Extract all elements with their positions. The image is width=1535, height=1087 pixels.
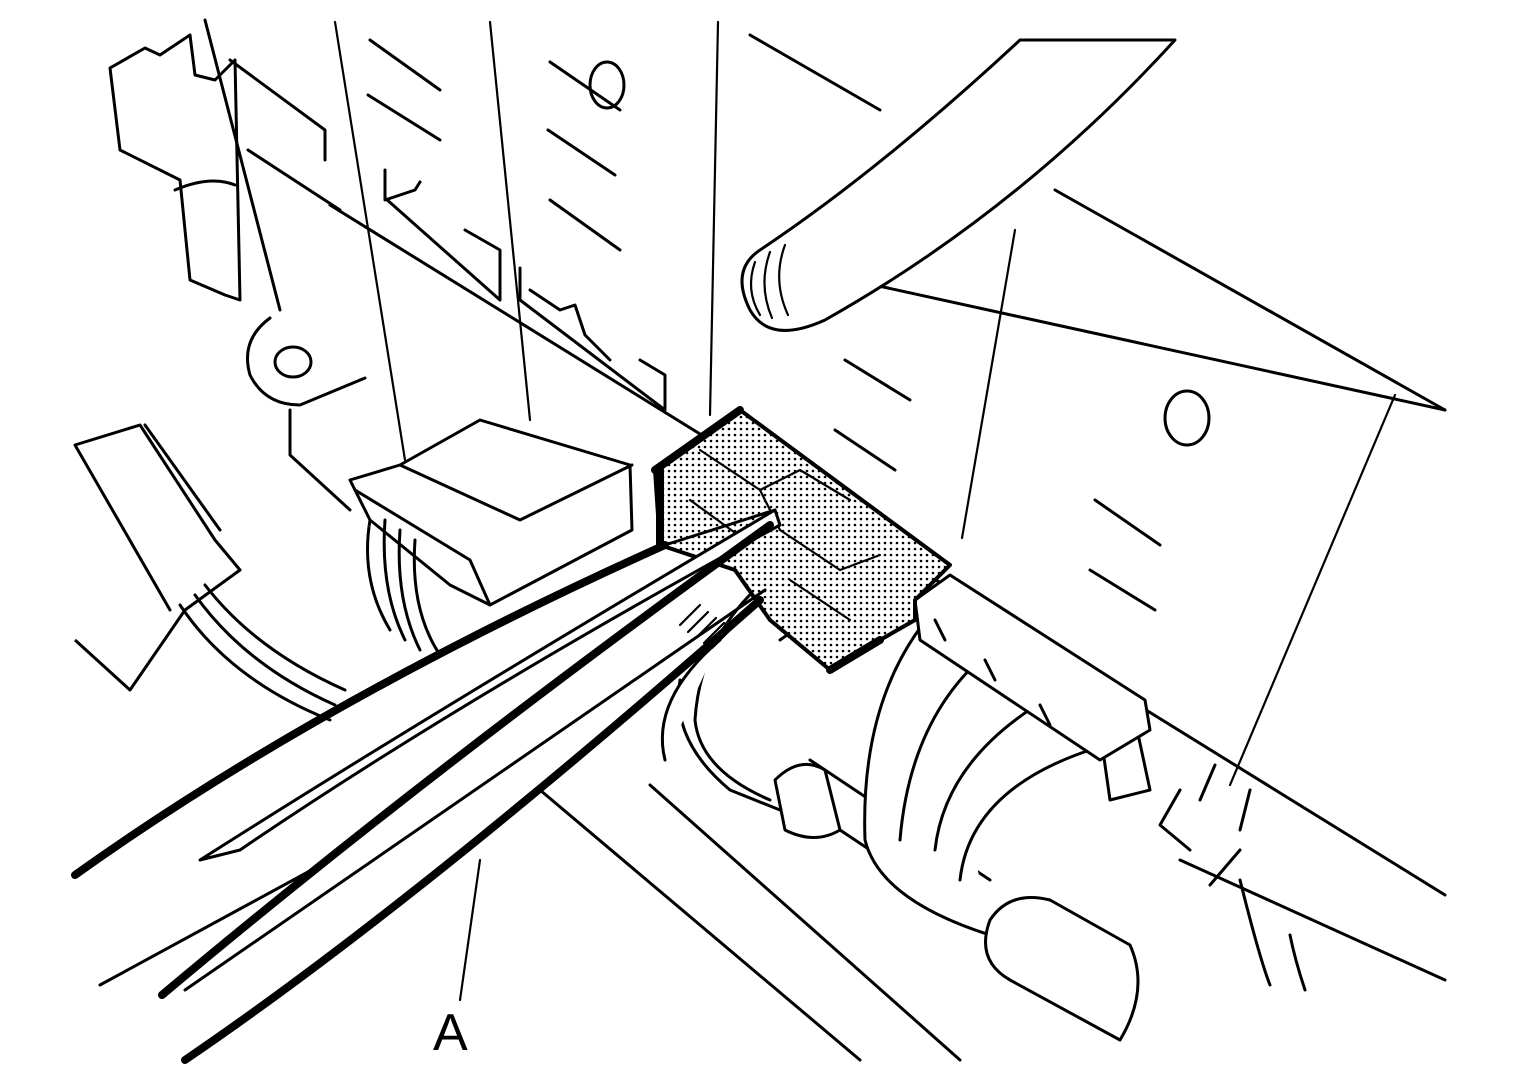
callout-a: A (433, 858, 482, 1062)
bottom-panel-lines (98, 783, 1447, 1062)
left-bracket (108, 18, 342, 312)
callout-a-leader (458, 858, 482, 1002)
middle-connector (348, 418, 634, 657)
shaded-connector (651, 406, 952, 674)
mounting-tab (246, 316, 367, 512)
panel-body (328, 33, 1447, 897)
pipe-tube (740, 38, 1177, 332)
leader-lines (333, 20, 1397, 787)
lower-right-harness (1208, 788, 1307, 992)
callout-a-label: A (433, 1004, 468, 1062)
left-connector (73, 423, 347, 722)
needle-nose-pliers (71, 508, 782, 1064)
right-connector (913, 573, 1152, 762)
wire-harness (660, 583, 1152, 1042)
